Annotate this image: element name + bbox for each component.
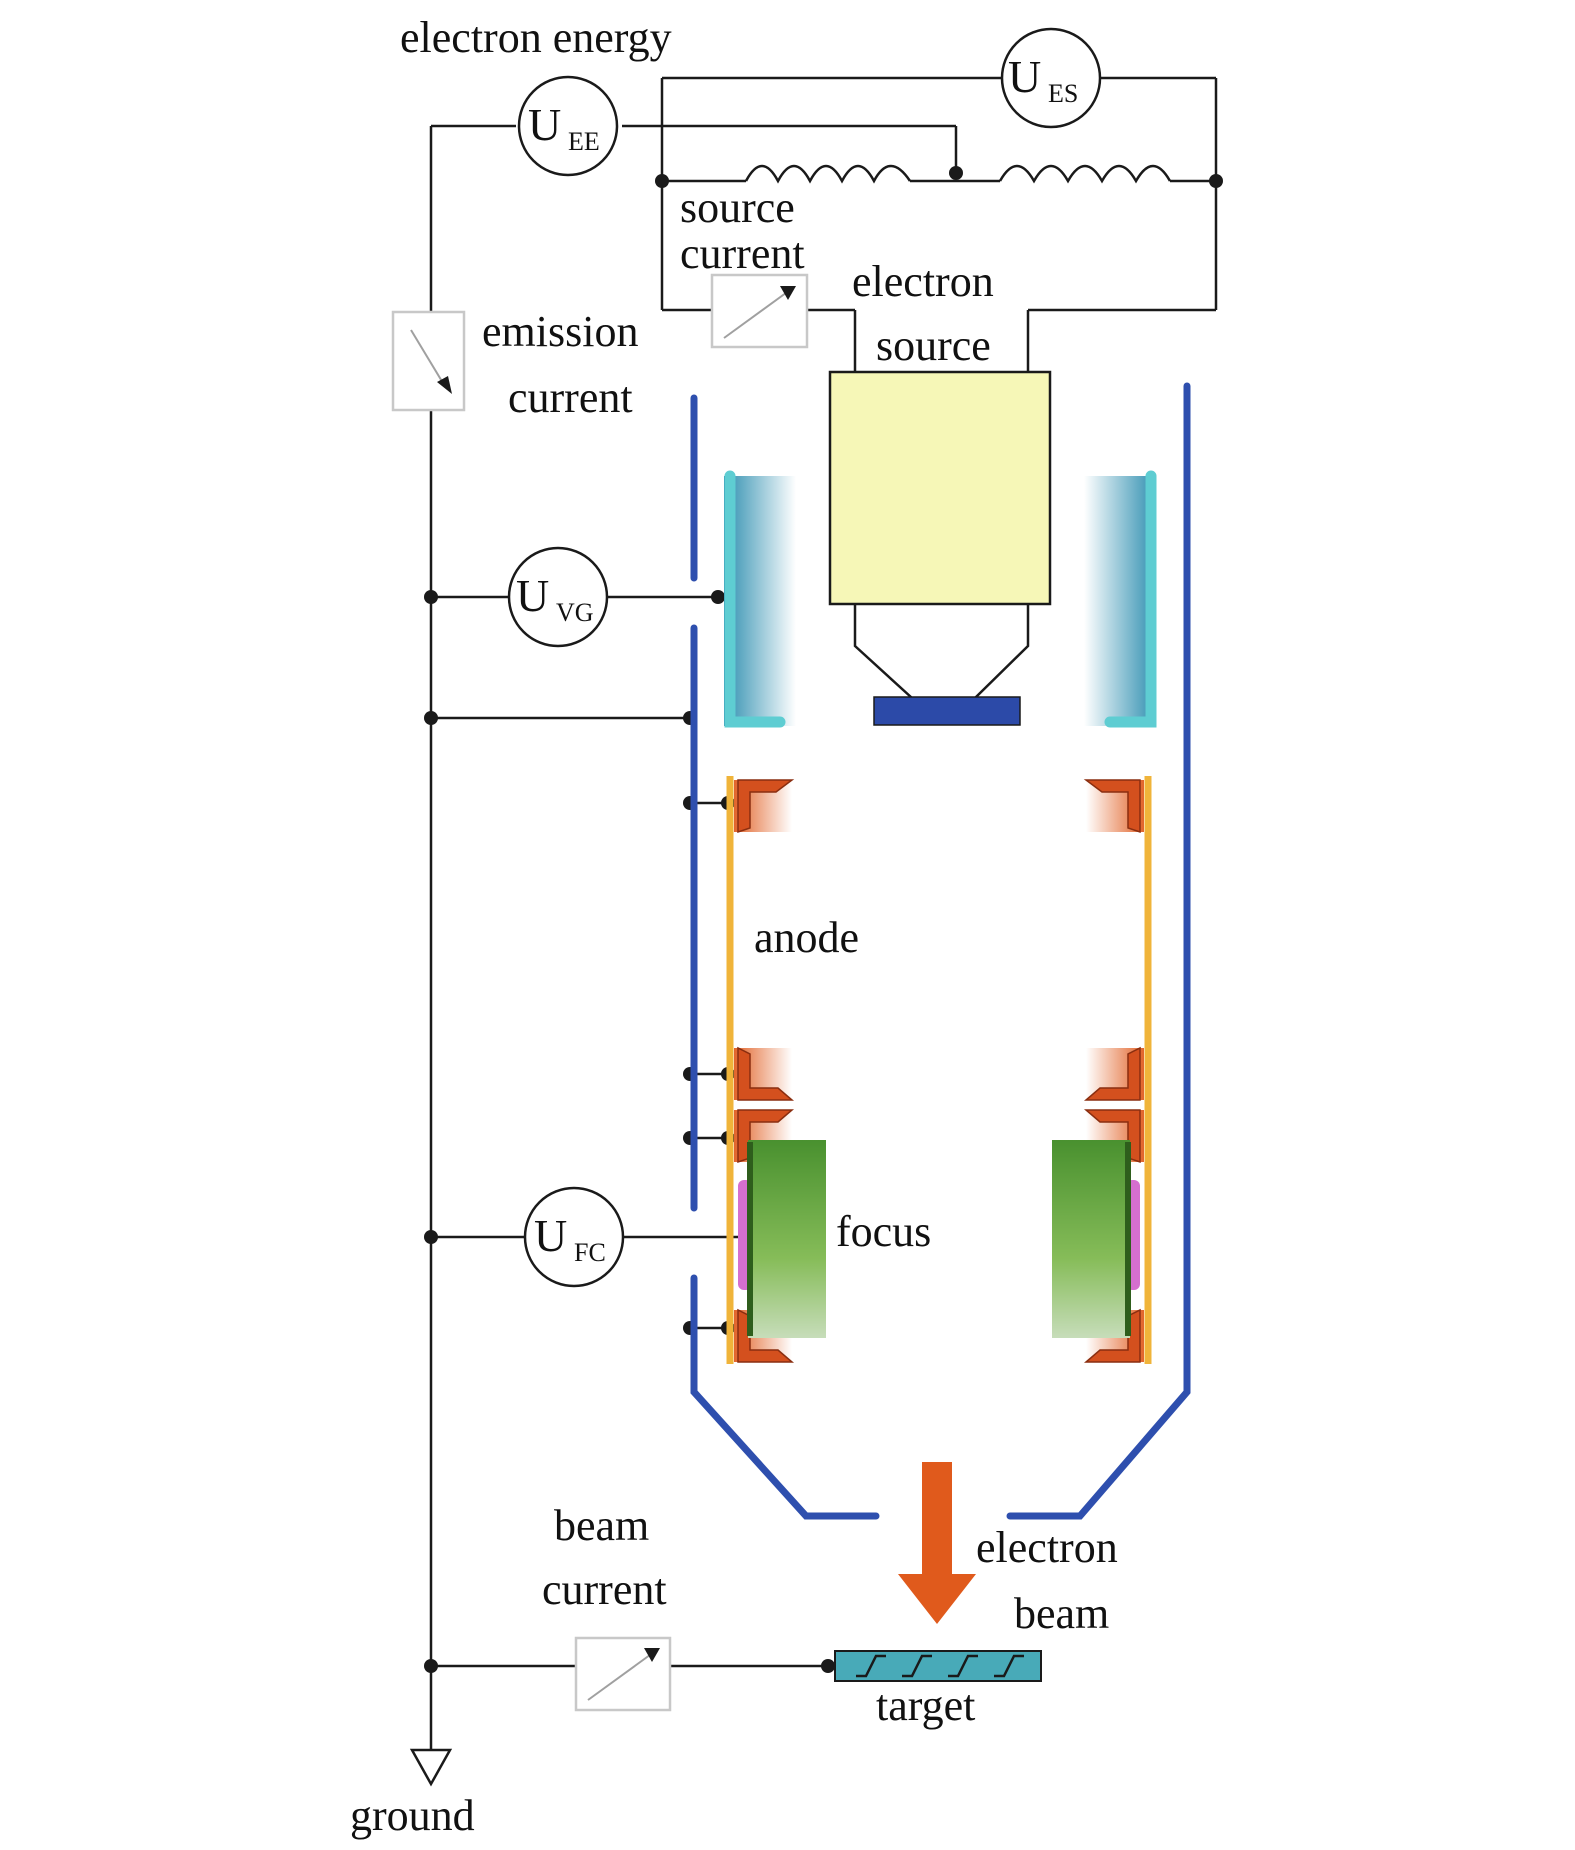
ues-sub: ES — [1048, 79, 1078, 108]
voltmeter-uvg: U VG — [507, 546, 609, 648]
ammeter-emission-current — [391, 310, 466, 412]
ammeter-icon — [391, 310, 466, 412]
voltmeter-icon — [523, 1186, 625, 1288]
label-beam-current-1: beam — [554, 1501, 649, 1550]
anode-flange-right-mid — [1083, 1046, 1144, 1101]
label-source-current-1: source — [680, 183, 795, 232]
cathode — [873, 696, 1021, 726]
label-electron-energy: electron energy — [400, 13, 672, 62]
label-electron-source-1: electron — [852, 257, 994, 306]
focus-coil-right — [1052, 1140, 1140, 1338]
heater-coil-right — [998, 164, 1172, 184]
ufc-main: U — [534, 1210, 567, 1261]
voltmeter-icon — [1000, 27, 1102, 129]
ues-main: U — [1008, 51, 1041, 102]
electron-beam-arrow — [898, 1462, 976, 1624]
voltmeter-uee: U EE — [517, 75, 619, 177]
grid-electrode-left — [724, 470, 796, 728]
anode-flange-left-top — [734, 779, 795, 834]
label-focus: focus — [836, 1207, 931, 1256]
uvg-sub: VG — [556, 598, 594, 627]
ammeter-source-current — [710, 273, 809, 349]
ammeter-beam-current — [574, 1636, 672, 1712]
voltmeter-ues: U ES — [1000, 27, 1102, 129]
uvg-main: U — [516, 570, 549, 621]
uee-main: U — [528, 99, 561, 150]
label-emission-current-1: emission — [482, 307, 638, 356]
grid-electrode-right — [1084, 470, 1157, 728]
voltmeter-ufc: U FC — [523, 1186, 625, 1288]
label-beam-current-2: current — [542, 1565, 667, 1614]
label-target: target — [876, 1681, 975, 1730]
housing — [690, 382, 1191, 1520]
ground-icon — [409, 1748, 453, 1787]
label-electron-source-2: source — [876, 321, 991, 370]
focus-coil-left — [738, 1140, 826, 1338]
target — [834, 1650, 1042, 1682]
uee-sub: EE — [568, 127, 600, 156]
label-ground: ground — [350, 1791, 475, 1840]
anode-flange-right-top — [1083, 779, 1144, 834]
electron-source — [828, 370, 1052, 726]
label-source-current-2: current — [680, 229, 805, 278]
voltmeter-icon — [517, 75, 619, 177]
anode-flange-left-mid — [734, 1046, 795, 1101]
anode-flanges — [734, 779, 1144, 1363]
voltmeter-icon — [507, 546, 609, 648]
wiring — [429, 76, 1222, 1750]
label-electron-beam-1: electron — [976, 1523, 1118, 1572]
label-electron-beam-2: beam — [1014, 1589, 1109, 1638]
heater-coil-left — [744, 164, 912, 184]
anode-rails — [726, 776, 1152, 1364]
label-emission-current-2: current — [508, 373, 633, 422]
ufc-sub: FC — [574, 1238, 606, 1267]
label-anode: anode — [754, 913, 859, 962]
